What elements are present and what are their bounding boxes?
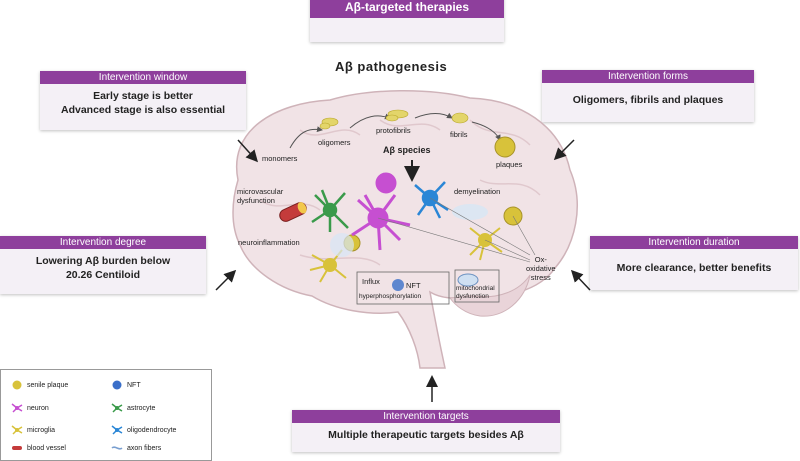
legend-item-oligodendrocyte: oligodendrocyte xyxy=(111,425,176,435)
oligodendrocyte-icon xyxy=(111,425,123,435)
plaque-icon xyxy=(12,380,22,390)
nft-blob xyxy=(392,279,404,291)
label-protofibrils: protofibrils xyxy=(376,126,411,135)
plaque-blob xyxy=(494,136,516,158)
legend-label: senile plaque xyxy=(27,381,69,389)
label-fibrils: fibrils xyxy=(450,130,468,139)
legend-item-nft: NFT xyxy=(111,380,141,390)
forms-arrow xyxy=(553,139,575,161)
legend-label: NFT xyxy=(127,381,141,389)
label-demyelination: demyelination xyxy=(454,187,501,196)
label-monomers: monomers xyxy=(262,154,298,163)
legend-item-microglia: microglia xyxy=(11,425,55,435)
intervention-window-header: Intervention window xyxy=(40,71,246,84)
intervention-duration-header: Intervention duration xyxy=(590,236,798,249)
degree-arrow xyxy=(215,269,237,291)
intervention-duration-body: More clearance, better benefits xyxy=(616,262,772,274)
mitochondria-blob xyxy=(457,273,479,287)
intervention-degree-body: Lowering Aβ burden below 20.26 Centiloid xyxy=(35,255,171,281)
intervention-window-body: Early stage is better Advanced stage is … xyxy=(61,90,225,116)
intervention-targets-body: Multiple therapeutic targets besides Aβ xyxy=(328,429,524,441)
neuron-icon xyxy=(11,403,23,413)
label-influx: Influx xyxy=(362,277,380,286)
label-neuroinflammation: neuroinflammation xyxy=(238,238,300,247)
legend-item-axon: axon fibers xyxy=(111,443,161,453)
blood-vessel-icon xyxy=(279,202,307,222)
label-oxidative: Ox- oxidative stress xyxy=(526,255,556,282)
diagram-title: Aβ pathogenesis xyxy=(335,59,448,74)
microglia-icon xyxy=(11,425,23,435)
intervention-window-box: Intervention window Early stage is bette… xyxy=(40,71,246,130)
nft-icon xyxy=(112,380,122,390)
astrocyte-icon xyxy=(111,403,123,413)
axon-blob xyxy=(452,204,488,220)
legend-item-plaque: senile plaque xyxy=(11,380,68,390)
intervention-forms-box: Intervention forms Oligomers, fibrils an… xyxy=(542,70,754,122)
intervention-forms-body: Oligomers, fibrils and plaques xyxy=(572,94,724,106)
intervention-degree-box: Intervention degree Lowering Aβ burden b… xyxy=(0,236,206,294)
brain-illustration xyxy=(215,90,591,402)
window-arrow xyxy=(237,139,259,163)
intervention-forms-header: Intervention forms xyxy=(542,70,754,83)
legend-label: microglia xyxy=(27,426,56,434)
astrocyte-cell xyxy=(311,189,349,232)
therapies-header-box: Aβ-targeted therapies xyxy=(310,0,504,42)
vessel-icon xyxy=(12,446,22,450)
label-plaques: plaques xyxy=(496,160,523,169)
legend-label: neuron xyxy=(27,404,49,412)
oligodendrocyte-cell xyxy=(414,181,449,219)
label-hyperphosphorylation: hyperphosphorylation xyxy=(359,293,422,300)
intervention-duration-box: Intervention duration More clearance, be… xyxy=(590,236,798,290)
legend-label: oligodendrocyte xyxy=(127,426,177,434)
intervention-targets-header: Intervention targets xyxy=(292,410,560,423)
label-nft: NFT xyxy=(406,281,421,290)
influx-box xyxy=(356,271,450,305)
legend-label: blood vessel xyxy=(27,444,66,452)
legend-item-neuron: neuron xyxy=(11,403,49,413)
intervention-targets-box: Intervention targets Multiple therapeuti… xyxy=(292,410,560,452)
legend-item-astrocyte: astrocyte xyxy=(111,403,155,413)
legend-box: senile plaque NFT neuron astrocyte micro… xyxy=(0,369,212,461)
cerebellum-shape xyxy=(449,274,531,317)
oligomer-cluster xyxy=(319,109,469,130)
therapies-header-label: Aβ-targeted therapies xyxy=(310,0,504,18)
label-oligomers: oligomers xyxy=(318,138,351,147)
intervention-degree-header: Intervention degree xyxy=(0,236,206,249)
label-mitochondrial: mitochondrial dysfunction xyxy=(456,285,495,300)
label-species: Aβ species xyxy=(383,145,431,155)
duration-arrow xyxy=(570,269,591,291)
influx-blob xyxy=(330,233,354,257)
legend-label: astrocyte xyxy=(127,404,156,412)
mitochondrial-box xyxy=(454,269,500,303)
legend-label: axon fibers xyxy=(127,444,162,452)
label-microvascular: microvascular dysfunction xyxy=(237,187,284,205)
axon-icon xyxy=(111,446,123,450)
legend-item-vessel: blood vessel xyxy=(11,443,66,453)
